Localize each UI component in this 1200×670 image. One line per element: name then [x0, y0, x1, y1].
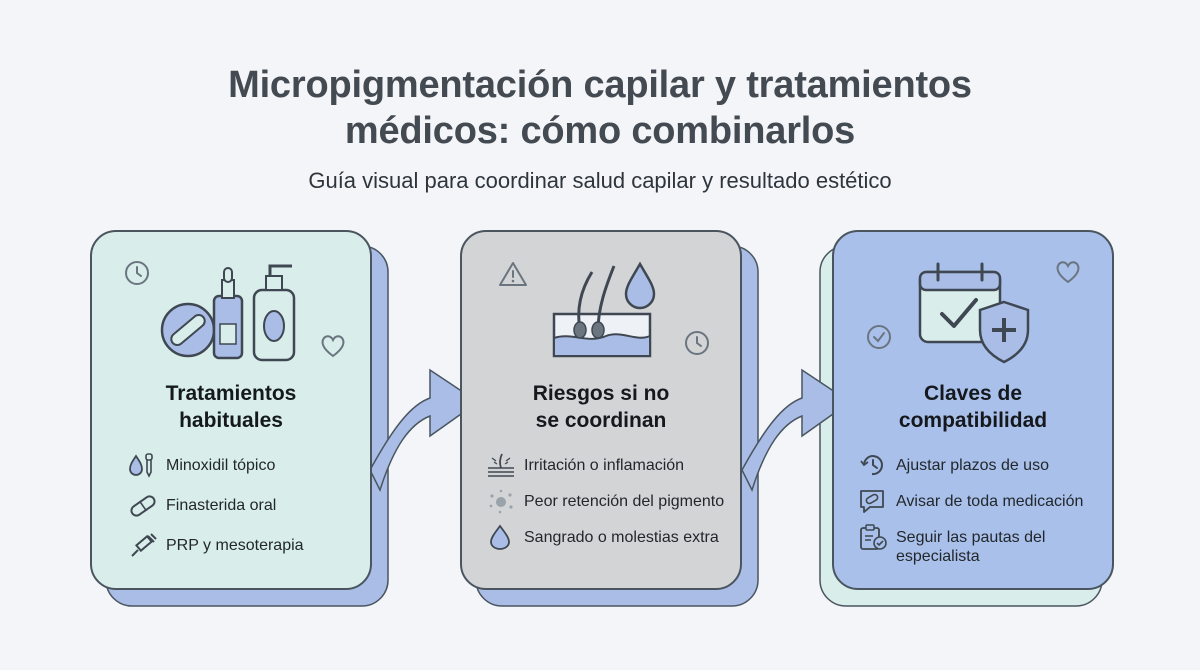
heart-icon: [1056, 261, 1080, 284]
card-compatibility: Claves de compatibilidad Ajustar plazos …: [832, 230, 1114, 590]
card-treatments: Tratamientos habituales Minoxidil tópico…: [90, 230, 372, 590]
list-item: Avisar de toda medicación: [858, 488, 1102, 514]
drop-icon: [490, 524, 510, 550]
clock-icon: [125, 261, 149, 285]
drops-icon: [129, 453, 153, 478]
card-risks-list: Irritación o inflamación Peor retención …: [486, 452, 730, 560]
list-item: Sangrado o molestias extra: [486, 524, 730, 550]
calendar-shield-icon: [918, 262, 1030, 364]
card-treatments-list: Minoxidil tópico Finasterida oral PRP y …: [128, 452, 360, 572]
pill-icon: [130, 495, 156, 517]
title-line-2: médicos: cómo combinarlos: [344, 110, 856, 152]
clipboard-check-icon: [860, 524, 887, 550]
card-risks-title: Riesgos si no se coordinan: [532, 382, 670, 432]
list-item: PRP y mesoterapia: [128, 532, 360, 558]
card-compatibility-list: Ajustar plazos de uso Avisar de toda med…: [858, 452, 1102, 576]
list-item: Finasterida oral: [128, 492, 360, 518]
page-subtitle: Guía visual para coordinar salud capilar…: [308, 168, 892, 193]
page-title: Micropigmentación capilar y tratamientos…: [0, 62, 1200, 154]
syringe-icon: [131, 533, 157, 557]
irritation-icon: [488, 453, 514, 477]
chat-pill-icon: [860, 490, 884, 513]
medication-products-icon: [160, 264, 296, 362]
check-circle-icon: [867, 325, 891, 349]
heart-icon: [321, 335, 345, 358]
title-line-1: Micropigmentación capilar y tratamientos: [228, 64, 972, 106]
card-risks: Riesgos si no se coordinan Irritación o …: [460, 230, 742, 590]
list-item: Irritación o inflamación: [486, 452, 730, 478]
card-treatments-title: Tratamientos habituales: [165, 382, 297, 432]
list-item: Minoxidil tópico: [128, 452, 360, 478]
card-compatibility-title: Claves de compatibilidad: [898, 382, 1048, 432]
flow-arrow-2: [741, 368, 852, 492]
list-item: Seguir las pautas del especialista: [858, 524, 1102, 566]
timer-icon: [860, 455, 883, 476]
clock-icon: [685, 331, 709, 355]
warning-icon: [499, 262, 527, 286]
pigment-dots-icon: [489, 489, 513, 514]
list-item: Ajustar plazos de uso: [858, 452, 1102, 478]
skin-hair-icon: [552, 261, 656, 358]
list-item: Peor retención del pigmento: [486, 488, 730, 514]
flow-arrow-1: [369, 368, 480, 492]
